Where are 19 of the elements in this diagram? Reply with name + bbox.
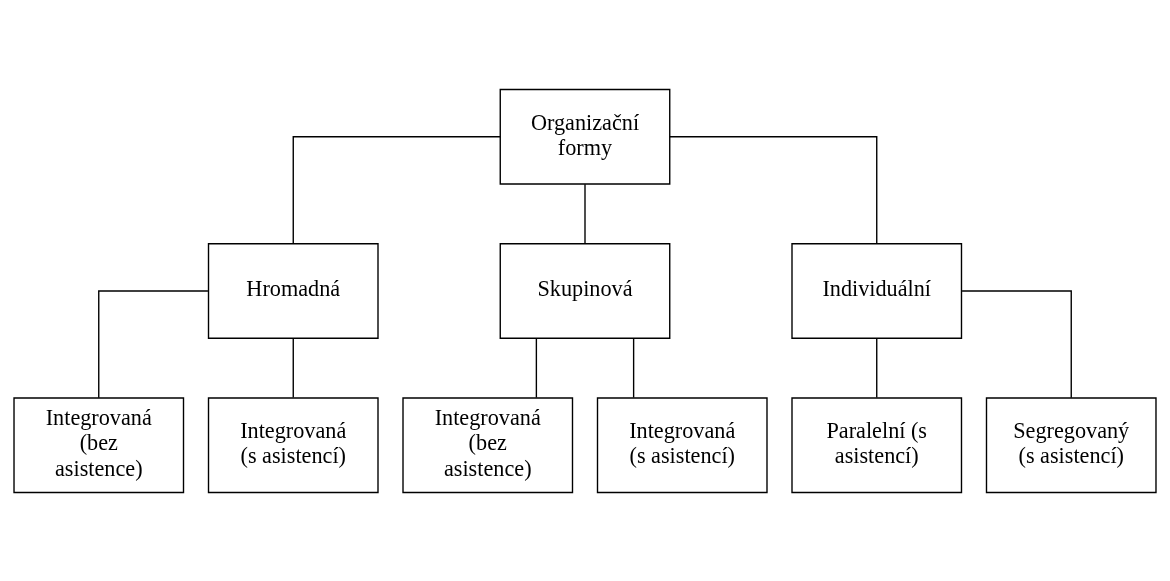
node-box: Paralelní (s asistencí) <box>791 396 963 493</box>
connector <box>876 337 878 398</box>
node-box: Integrovaná (s asistencí) <box>207 396 379 493</box>
connector <box>961 289 1072 398</box>
connector <box>584 183 586 244</box>
node-box: Organizační formy <box>499 88 671 185</box>
node-box: Skupinová <box>499 242 671 339</box>
node-box: Hromadná <box>207 242 379 339</box>
node-box: Individuální <box>791 242 963 339</box>
connector <box>292 337 294 398</box>
node-box: Integrovaná (s asistencí) <box>596 396 768 493</box>
node-box: Segregovaný (s asistencí) <box>985 396 1157 493</box>
connector <box>669 135 878 244</box>
connector <box>292 135 501 244</box>
node-box: Integrovaná (bez asistence) <box>13 396 185 493</box>
connector <box>98 289 209 398</box>
connector <box>535 337 538 398</box>
connector <box>632 337 635 398</box>
node-box: Integrovaná (bez asistence) <box>402 396 574 493</box>
